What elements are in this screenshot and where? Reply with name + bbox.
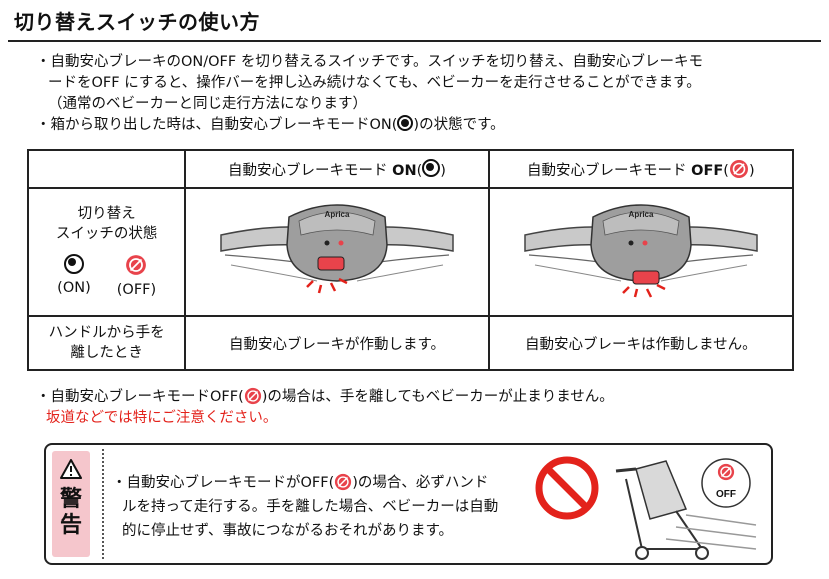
warning-line-2: ルを持って走行する。手を離した場合、ベビーカーは自動 [122, 499, 499, 515]
stroller-rolling-illustration: OFF [615, 458, 757, 560]
warning-line-1: ・自動安心ブレーキモードがOFF( )の場合、必ずハンド [112, 471, 522, 495]
warning-label-2: 告 [59, 513, 82, 538]
state-symbols: (ON) (OFF) [29, 254, 184, 300]
caution-text: ・自動安心ブレーキモードOFF( )の場合は、手を離してもベビーカーが止まりません… [36, 387, 816, 429]
off-symbol-icon [729, 159, 749, 179]
caution-line-1-post: )の場合は、手を離してもベビーカーが止まりません。 [261, 389, 614, 405]
prohibition-icon [535, 456, 599, 520]
switch-state-label-1: 切り替え [77, 206, 136, 222]
off-symbol-icon [244, 387, 262, 405]
handle-illustration-off-cell: Aprica [487, 187, 795, 317]
warning-triangle-icon [60, 459, 82, 479]
warning-text: ・自動安心ブレーキモードがOFF( )の場合、必ずハンド ルを持って走行する。手を… [112, 471, 522, 543]
handle-off-illustration: Aprica [521, 195, 761, 298]
handle-illustration-on-cell: Aprica [184, 187, 490, 317]
intro-line-4: ・箱から取り出した時は、自動安心ブレーキモードON( )の状態です。 [36, 115, 816, 136]
warning-line-3: 的に停止せず、事故につながるおそれがあります。 [122, 523, 454, 539]
off-badge-label: OFF [716, 489, 736, 500]
table-header-row: 自動安心ブレーキモード ON() 自動安心ブレーキモード OFF() [26, 149, 795, 189]
hands-off-off-result: 自動安心ブレーキは作動しません。 [487, 315, 795, 371]
state-on: (ON) [57, 254, 91, 300]
hands-off-label: ハンドルから手を 離したとき [26, 315, 187, 371]
off-symbol-icon [125, 254, 147, 276]
title-underline [8, 40, 821, 42]
header-mode-on: 自動安心ブレーキモード ON() [184, 149, 490, 189]
caution-line-1-pre: ・自動安心ブレーキモードOFF( [36, 389, 244, 405]
on-symbol-icon [63, 254, 84, 274]
warning-label-1: 警 [59, 487, 82, 512]
header-mode-off: 自動安心ブレーキモード OFF() [487, 149, 795, 189]
on-symbol-icon [422, 158, 441, 177]
warning-line-1-post: )の場合、必ずハンド [352, 475, 489, 491]
handle-on-illustration: Aprica [217, 195, 457, 294]
hands-off-label-1: ハンドルから手を [48, 325, 165, 341]
state-off-label: (OFF) [116, 282, 157, 298]
mode-comparison-table: 自動安心ブレーキモード ON() 自動安心ブレーキモード OFF() 切り替え … [26, 149, 795, 371]
page-title: 切り替えスイッチの使い方 [14, 10, 260, 34]
switch-state-label-2: スイッチの状態 [55, 226, 158, 242]
brand-logo: Aprica [325, 210, 350, 219]
brand-logo: Aprica [628, 210, 653, 219]
state-on-label: (ON) [57, 280, 91, 296]
on-symbol-icon [397, 115, 414, 131]
switch-state-label: 切り替え スイッチの状態 (ON) (OFF) [26, 187, 187, 317]
switch-state-row: 切り替え スイッチの状態 (ON) (OFF) Aprica [26, 187, 795, 317]
off-symbol-icon [334, 473, 352, 491]
caution-line-2: 坂道などでは特にご注意ください。 [46, 410, 278, 426]
state-off: (OFF) [117, 254, 156, 300]
intro-line-4-pre: ・箱から取り出した時は、自動安心ブレーキモードON( [36, 117, 398, 133]
header-off-bold: OFF [691, 162, 724, 179]
table-corner-cell [26, 149, 187, 189]
header-on-bold: ON [392, 162, 417, 179]
hands-off-label-2: 離したとき [70, 345, 143, 361]
hands-off-on-result: 自動安心ブレーキが作動します。 [184, 315, 490, 371]
hands-off-row: ハンドルから手を 離したとき 自動安心ブレーキが作動します。 自動安心ブレーキは… [26, 315, 795, 371]
intro-text: ・自動安心ブレーキのON/OFF を切り替えるスイッチです。スイッチを切り替え、… [36, 52, 816, 136]
warning-divider [102, 449, 104, 559]
intro-line-3: （通常のベビーカーと同じ走行方法になります） [48, 96, 367, 112]
caution-line-1: ・自動安心ブレーキモードOFF( )の場合は、手を離してもベビーカーが止まりません… [36, 387, 816, 408]
intro-line-4-post: )の状態です。 [413, 117, 505, 133]
intro-line-2: ードをOFF にすると、操作バーを押し込み続けなくても、ベビーカーを走行させるこ… [48, 75, 701, 91]
warning-line-1-pre: ・自動安心ブレーキモードがOFF( [112, 475, 335, 491]
warning-label: 警 告 [52, 451, 90, 557]
header-on-label: 自動安心ブレーキモード [228, 162, 393, 179]
intro-line-1: ・自動安心ブレーキのON/OFF を切り替えるスイッチです。スイッチを切り替え、… [36, 54, 703, 70]
warning-box: 警 告 ・自動安心ブレーキモードがOFF( )の場合、必ずハンド ルを持って走行す… [44, 443, 773, 565]
header-off-label: 自動安心ブレーキモード [527, 162, 692, 179]
